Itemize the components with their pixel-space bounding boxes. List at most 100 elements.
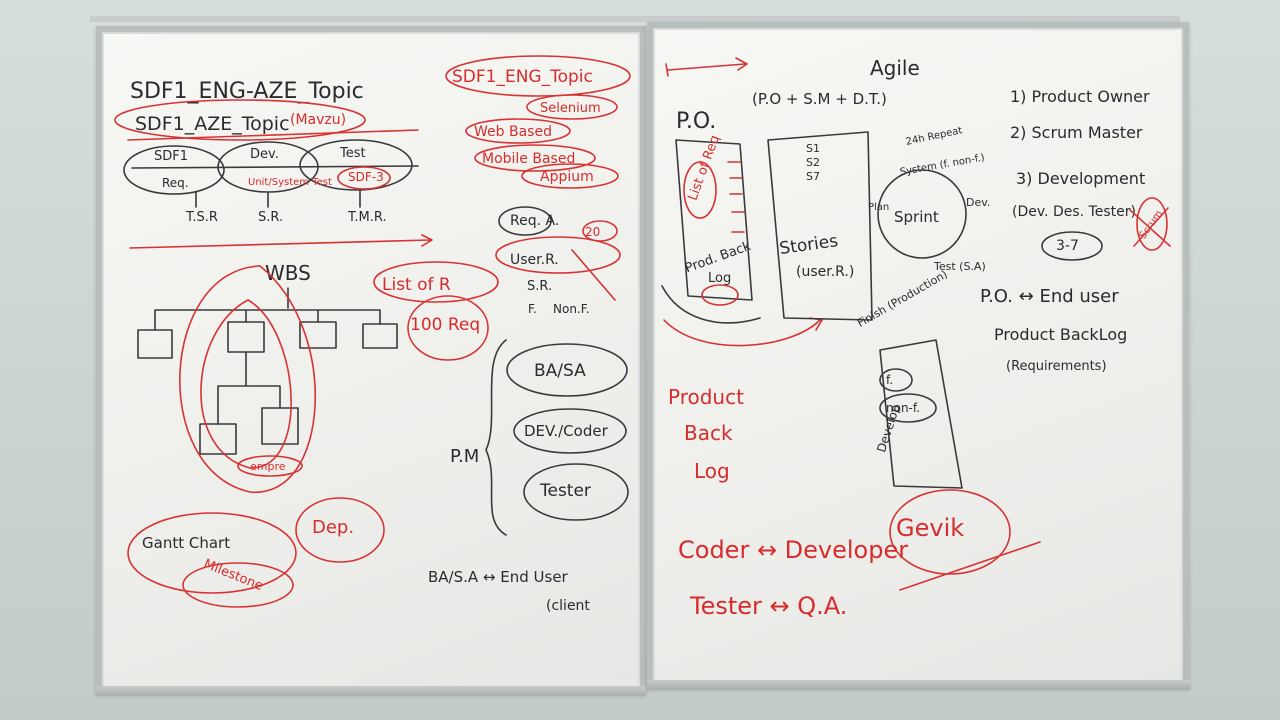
milestone-ring: [182, 562, 294, 608]
wbs-box-2: [227, 321, 265, 353]
gevik-line: [899, 541, 1041, 591]
requirements-label: (Requirements): [1006, 359, 1107, 374]
sdf1-oval: [123, 145, 225, 195]
test-oval: [299, 139, 413, 191]
req-red-arrow: [571, 249, 616, 301]
wbs-branches: [154, 287, 381, 331]
empre-ring: [237, 455, 303, 477]
daily-label: 24h Repeat: [905, 125, 964, 148]
stories-box: [767, 131, 873, 321]
crossed-ring: [1136, 197, 1168, 251]
role-1: 1) Product Owner: [1010, 87, 1150, 106]
req-label: Req.: [162, 176, 189, 190]
wbs-sub-branches: [217, 351, 281, 425]
pm-brace: [485, 339, 507, 536]
sdf3-label: SDF-3: [348, 170, 384, 184]
wbs-box-3: [299, 321, 337, 349]
wbs-loop-outer: [179, 265, 317, 493]
red-log-label: Log: [694, 459, 730, 483]
title-aze: SDF1_AZE_Topic: [135, 113, 290, 135]
s2-label: S2: [806, 156, 820, 169]
right-whiteboard: [647, 22, 1189, 688]
mavzu-note: (Mavzu): [290, 112, 346, 128]
f-label: F.: [528, 302, 537, 316]
appium-ring: [521, 163, 619, 189]
user-r-label: User.R.: [510, 252, 559, 268]
mobile-based-ring: [474, 144, 596, 172]
wbs-box-1: [137, 329, 173, 359]
client-label: (client: [546, 598, 590, 614]
backlog-ticks: [727, 161, 745, 233]
wbs-box-4: [362, 323, 398, 349]
f-develop-label: f.: [886, 373, 893, 387]
aze-title-ring: [114, 99, 366, 141]
pbl-label: Product BackLog: [994, 325, 1127, 344]
stories-label: Stories: [778, 231, 839, 259]
dev-cycle-label: Dev.: [966, 196, 990, 209]
finish-label: Finish (Production): [855, 268, 950, 330]
develop-box: [879, 339, 963, 489]
pm-label: P.M: [450, 446, 479, 467]
wbs-box-5: [199, 423, 237, 455]
sr-label: S.R.: [258, 210, 283, 225]
gevik-ring: [889, 489, 1011, 575]
right-marker-tray: [647, 680, 1191, 690]
gantt-label: Gantt Chart: [142, 534, 230, 552]
gantt-ring: [127, 512, 297, 594]
dep-label: Dep.: [312, 517, 354, 538]
list-of-label: List of R: [382, 275, 451, 295]
selenium-ring: [526, 94, 618, 120]
sprint-label: Sprint: [894, 208, 939, 226]
red-arrow-left: [129, 234, 433, 249]
hundred-req-label: 100 Req: [410, 315, 480, 335]
log-label: Log: [708, 271, 731, 286]
user-r-story-label: (user.R.): [796, 264, 854, 280]
nonf-ring: [879, 393, 937, 423]
team-label: (P.O + S.M + D.T.): [752, 90, 887, 108]
po-label: P.O.: [676, 109, 716, 134]
sdf1-label: SDF1: [154, 149, 188, 164]
dev-coder-ring: [513, 408, 627, 454]
role-3: 3) Development: [1016, 169, 1145, 188]
selenium-label: Selenium: [540, 101, 601, 116]
unit-test-label: Unit/System Test: [248, 177, 332, 188]
red-back-label: Back: [684, 421, 733, 445]
po-end-user-label: P.O. ↔ End user: [980, 286, 1119, 307]
req-a-label: Req. A.: [510, 213, 559, 229]
sprint-circle: [877, 169, 967, 259]
test-label: Test: [339, 146, 366, 161]
empre-label: empre: [250, 460, 286, 473]
left-marker-tray: [96, 686, 646, 696]
eng-topic: SDF1_ENG_Topic: [452, 67, 593, 87]
tsr-label: T.S.R: [185, 210, 218, 225]
tester-qa-label: Tester ↔ Q.A.: [689, 592, 847, 620]
sr-label-2: S.R.: [527, 279, 552, 294]
eng-topic-ring: [445, 55, 631, 97]
test-cycle-label: Test (S.A): [933, 260, 986, 273]
crossed-label: Scrum: [1138, 209, 1165, 242]
list-of-req-ring: [683, 161, 717, 219]
f-ring: [879, 368, 913, 392]
dev-team-label: (Dev. Des. Tester): [1012, 204, 1136, 220]
s7-label: S7: [806, 170, 820, 183]
sdlc-line: [131, 165, 419, 169]
hundred-req-ring: [407, 295, 489, 361]
wbs-loop-inner: [200, 299, 292, 469]
team-size-ring: [1041, 231, 1103, 261]
agile-label: Agile: [870, 56, 920, 80]
right-red-arrow: [665, 57, 748, 77]
tester-ring: [523, 463, 629, 521]
top-rail: [90, 16, 1180, 22]
user-r-ring: [495, 236, 621, 274]
web-based-ring: [465, 118, 571, 144]
mobile-based-label: Mobile Based: [482, 151, 575, 167]
nonf-develop-label: non-f.: [886, 401, 920, 415]
gevik-label: Gevik: [896, 514, 964, 542]
log-ring: [701, 284, 739, 306]
list-of-ring: [373, 261, 499, 303]
sdlc-arrows: [195, 189, 361, 208]
wbs-box-6: [261, 407, 299, 445]
sdf3-ring: [337, 166, 391, 190]
s1-label: S1: [806, 142, 820, 155]
